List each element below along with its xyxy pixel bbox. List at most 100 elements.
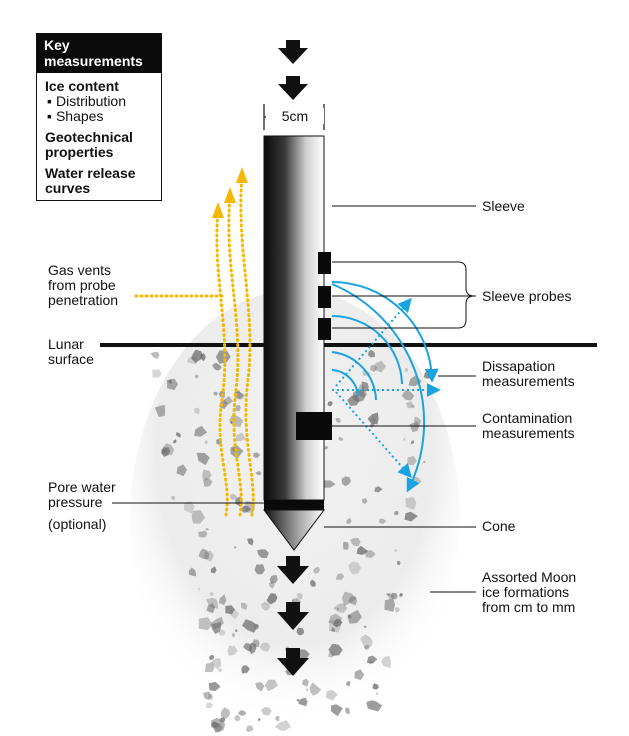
ice-particle bbox=[370, 422, 375, 428]
gas-vents bbox=[134, 173, 255, 517]
ice-particle bbox=[356, 545, 368, 555]
ice-particle bbox=[399, 593, 403, 597]
key-measurements-box: Key measurements Ice content Distributio… bbox=[36, 33, 162, 201]
ice-particle bbox=[404, 511, 418, 522]
key-measurements-list: Ice content Distribution Shapes Geotechn… bbox=[37, 73, 161, 200]
ice-particle bbox=[200, 353, 206, 362]
ice-particle bbox=[347, 614, 352, 619]
ice-particle bbox=[309, 682, 322, 696]
ice-particle bbox=[302, 678, 309, 687]
ice-particle bbox=[171, 495, 175, 501]
ice-particle bbox=[296, 627, 305, 636]
label-ice-formations: Assorted Moon ice formations from cm to … bbox=[482, 569, 577, 615]
ice-particle bbox=[266, 593, 278, 605]
ice-particle bbox=[361, 381, 369, 391]
label-gas-vents: Gas vents from probe penetration bbox=[48, 262, 119, 308]
ice-particle bbox=[234, 405, 241, 412]
ice-particle bbox=[205, 702, 214, 709]
ice-particle bbox=[394, 549, 398, 552]
ice-particle bbox=[213, 391, 219, 396]
ice-particle bbox=[336, 573, 345, 580]
ice-particle bbox=[225, 605, 235, 615]
ice-particle bbox=[354, 669, 365, 681]
label-pore-water-pressure: Pore water pressure bbox=[48, 479, 116, 510]
ice-particle bbox=[327, 650, 336, 658]
ice-particle bbox=[350, 537, 361, 547]
ice-particle bbox=[332, 618, 343, 628]
ice-particle bbox=[233, 545, 237, 549]
down-arrow-icon bbox=[277, 40, 309, 676]
ice-particle bbox=[218, 594, 227, 606]
ice-particle bbox=[367, 349, 375, 358]
contamination-sensor bbox=[296, 412, 332, 440]
ice-particle bbox=[366, 700, 383, 712]
label-optional: (optional) bbox=[48, 516, 107, 532]
ice-particle bbox=[296, 593, 303, 600]
ice-particle bbox=[260, 601, 271, 611]
ice-particle bbox=[198, 617, 213, 631]
ice-particle bbox=[346, 680, 351, 687]
label-cone: Cone bbox=[482, 518, 516, 534]
key-item: Geotechnical properties bbox=[45, 129, 133, 160]
ice-particle bbox=[194, 425, 208, 437]
ice-particle bbox=[305, 688, 309, 692]
ice-particle bbox=[324, 446, 329, 450]
probe-collar bbox=[264, 500, 324, 510]
label-sleeve: Sleeve bbox=[482, 198, 525, 214]
ice-particle bbox=[260, 707, 272, 716]
ice-particle bbox=[212, 362, 222, 371]
label-dissipation: Dissapation measurements bbox=[482, 358, 575, 389]
label-lunar-surface: Lunar surface bbox=[48, 336, 94, 367]
ice-particle bbox=[414, 416, 422, 426]
ice-particle bbox=[198, 587, 200, 591]
ice-particle bbox=[363, 625, 367, 628]
ice-particle bbox=[194, 407, 200, 415]
ice-particle bbox=[206, 603, 216, 614]
ice-particle bbox=[274, 720, 291, 731]
ice-particle bbox=[343, 541, 349, 550]
ice-particle bbox=[255, 471, 262, 476]
ice-particle bbox=[188, 567, 196, 577]
ice-particle bbox=[210, 566, 217, 574]
key-subitem: Distribution bbox=[47, 94, 155, 109]
ice-particle bbox=[254, 564, 265, 575]
ice-particle bbox=[230, 445, 244, 459]
sleeve-probe-sensors bbox=[318, 252, 331, 340]
ice-particle bbox=[326, 689, 338, 701]
ice-particle bbox=[368, 660, 374, 665]
ice-particle bbox=[401, 390, 415, 401]
ice-particle bbox=[394, 510, 399, 516]
label-sleeve-probes: Sleeve probes bbox=[482, 288, 572, 304]
ice-particle bbox=[218, 668, 223, 672]
ice-particle bbox=[218, 629, 226, 636]
ice-particle bbox=[232, 633, 235, 637]
ice-particle bbox=[257, 549, 269, 559]
ice-particle bbox=[229, 414, 244, 428]
ice-particle bbox=[405, 496, 417, 510]
ice-particle bbox=[394, 607, 400, 613]
probe-width-label: 5cm bbox=[266, 108, 324, 124]
ice-particle bbox=[240, 506, 252, 513]
ice-particle bbox=[224, 396, 233, 405]
ice-particle bbox=[191, 349, 204, 363]
ice-particle bbox=[241, 619, 259, 633]
ice-particle bbox=[338, 436, 344, 441]
ice-particle bbox=[397, 560, 401, 566]
ice-particle bbox=[215, 350, 231, 364]
ice-particle bbox=[204, 439, 208, 445]
ice-particle bbox=[252, 639, 260, 648]
ice-particle bbox=[370, 364, 378, 372]
probe-cone bbox=[263, 509, 325, 551]
ice-particle bbox=[374, 486, 383, 493]
ice-particle bbox=[150, 351, 160, 359]
ice-particle bbox=[198, 548, 210, 559]
ice-particle bbox=[209, 655, 215, 660]
ice-particle bbox=[202, 691, 212, 700]
ice-particle bbox=[198, 530, 208, 538]
ice-particle bbox=[374, 360, 387, 373]
ice-particle bbox=[229, 493, 238, 501]
ice-particle bbox=[166, 378, 178, 391]
ice-particle bbox=[255, 682, 265, 692]
ice-particle bbox=[245, 725, 254, 732]
ice-particle bbox=[386, 593, 391, 597]
